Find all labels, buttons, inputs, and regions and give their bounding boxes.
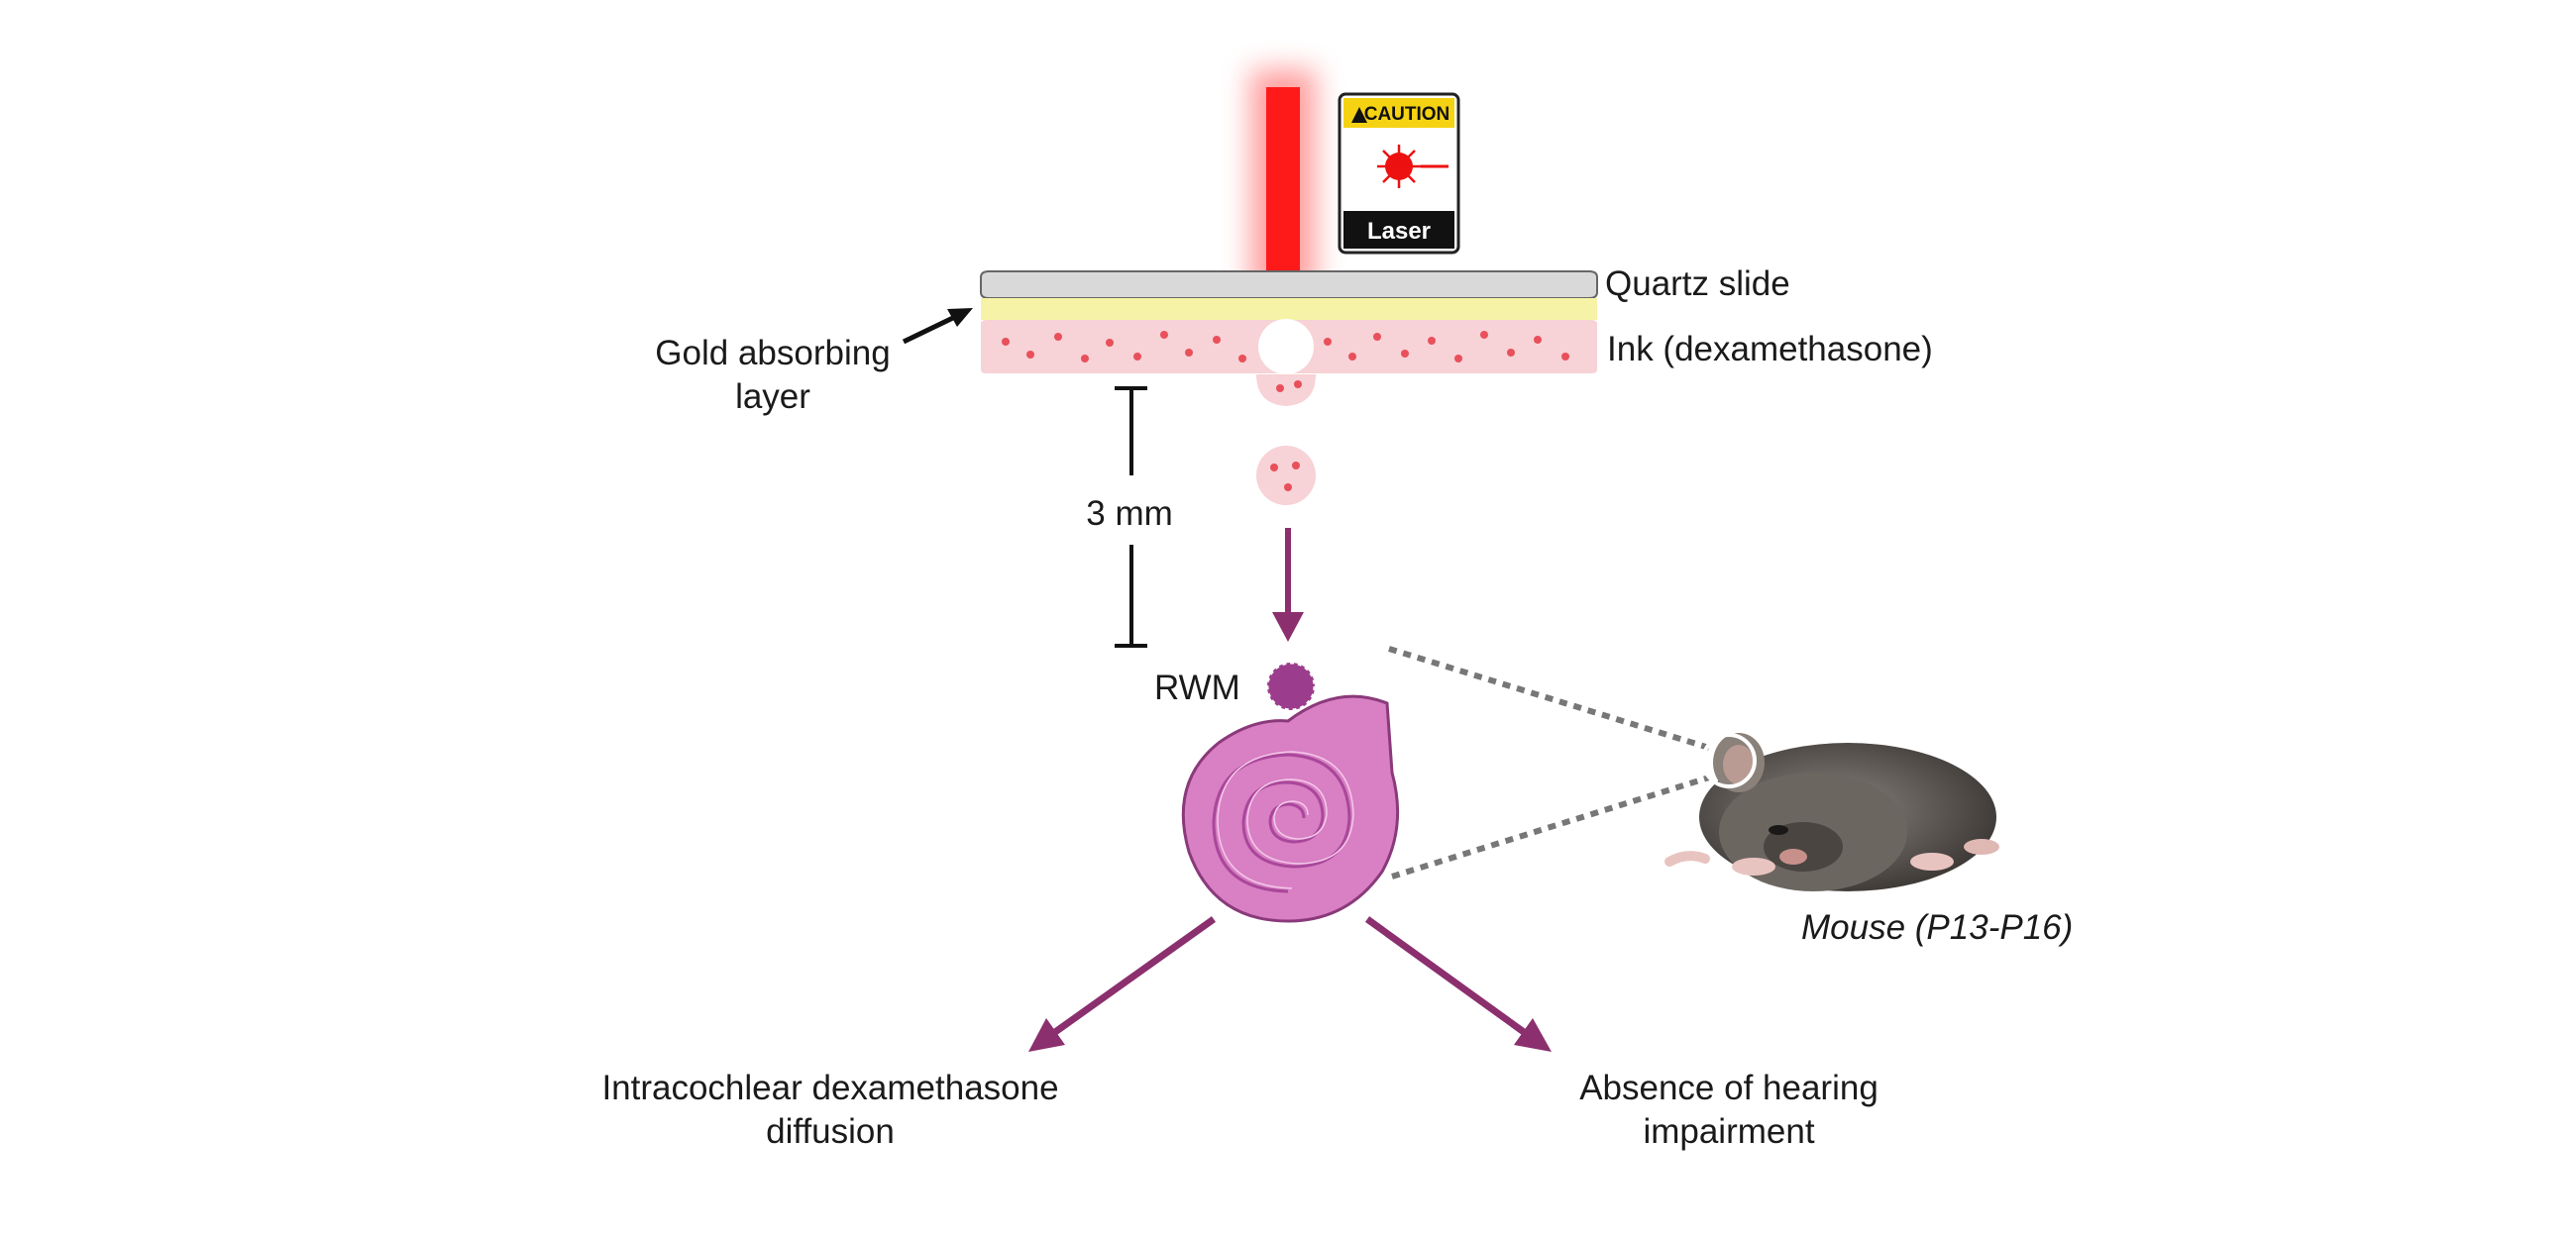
droplet-arrow bbox=[1272, 528, 1304, 642]
quartz-slide-label: Quartz slide bbox=[1605, 264, 1790, 303]
laser-warning-icon: CAUTION Laser bbox=[1338, 92, 1460, 255]
gold-layer-label-line1: Gold absorbing bbox=[655, 334, 890, 372]
gold-layer-label-line2: layer bbox=[735, 377, 810, 416]
gold-absorbing-layer bbox=[981, 298, 1597, 320]
distance-bracket bbox=[1115, 386, 1147, 648]
ink-dots bbox=[1002, 331, 1569, 362]
zoom-lines bbox=[1388, 646, 1710, 879]
mouse-label: Mouse (P13-P16) bbox=[1801, 908, 2073, 947]
rwm-label: RWM bbox=[1154, 669, 1240, 707]
mouse-image bbox=[1664, 733, 1999, 891]
ink-label: Ink (dexamethasone) bbox=[1607, 330, 1933, 368]
outcome-arrow-left bbox=[1028, 916, 1217, 1052]
ink-droplet bbox=[1256, 446, 1316, 505]
outcome-right-line1: Absence of hearing bbox=[1579, 1069, 1878, 1107]
outcome-right-line2: impairment bbox=[1643, 1112, 1814, 1151]
outcome-arrow-right bbox=[1364, 916, 1552, 1052]
outcome-left-line1: Intracochlear dexamethasone bbox=[601, 1069, 1058, 1107]
outcome-left-line2: diffusion bbox=[766, 1112, 895, 1151]
caution-header: CAUTION bbox=[1364, 104, 1450, 125]
distance-label: 3 mm bbox=[1086, 494, 1173, 533]
caution-footer: Laser bbox=[1367, 218, 1431, 245]
cochlea-icon bbox=[1181, 661, 1400, 923]
ink-layer bbox=[981, 319, 1597, 406]
quartz-slide bbox=[980, 270, 1598, 299]
gold-layer-pointer-arrow bbox=[902, 308, 973, 345]
rwm-circle bbox=[1265, 661, 1317, 712]
